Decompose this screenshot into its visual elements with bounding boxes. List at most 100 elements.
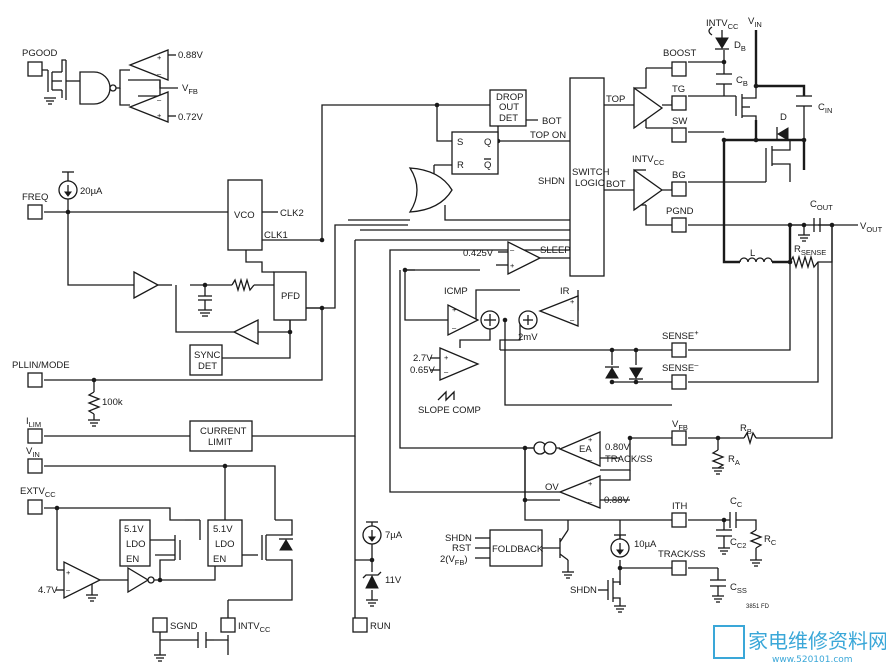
label-bg: BG	[672, 170, 686, 181]
label-extvcc: EXTVCC	[20, 486, 56, 499]
svg-text:+: +	[452, 305, 457, 314]
svg-text:–: –	[510, 245, 515, 254]
label-cc: CC	[730, 496, 743, 509]
label-ldo2-v: 5.1V	[213, 524, 233, 535]
freq-resistor	[231, 277, 255, 293]
body-diode-ldo	[279, 539, 293, 551]
watermark-url: www.520101.com	[772, 655, 853, 665]
pin-bg	[671, 181, 687, 197]
pin-run	[352, 617, 368, 633]
label-sr-qbar: Q	[484, 160, 491, 171]
label-intvcc-bottom: INTVCC	[238, 621, 271, 634]
vin-comparator	[63, 560, 102, 600]
ground-freq-cap	[198, 309, 212, 317]
resistor-ra	[711, 449, 725, 469]
label-cb: CB	[736, 75, 748, 88]
label-pllin-mode: PLLIN/MODE	[12, 360, 70, 371]
svg-text:–: –	[444, 367, 449, 376]
svg-text:–: –	[452, 323, 457, 332]
label-shdn-bottom: SHDN	[570, 585, 597, 596]
sync-buffer	[232, 318, 259, 346]
ground-sgnd	[154, 640, 166, 662]
label-ith: ITH	[672, 501, 687, 512]
label-rc: RC	[764, 534, 777, 547]
svg-text:–: –	[588, 455, 593, 464]
label-slope-comp: SLOPE COMP	[418, 405, 481, 416]
ground-pgnd	[798, 234, 810, 242]
label-2mv: 2mV	[518, 332, 538, 343]
slope-comp-amp	[439, 347, 480, 381]
pgood-comparator-high	[128, 49, 169, 81]
label-run: RUN	[370, 621, 391, 632]
wires	[35, 30, 858, 641]
pin-ith	[671, 512, 687, 528]
svg-text:–: –	[157, 95, 162, 104]
pin-pgnd	[671, 217, 687, 233]
label-ilim: ILIM	[26, 416, 41, 429]
svg-text:+: +	[157, 111, 162, 120]
label-current: CURRENT	[200, 426, 247, 437]
blocks	[119, 77, 605, 567]
ground-zener	[366, 599, 378, 607]
label-088-top: 0.88V	[178, 50, 203, 61]
resistor-rc	[749, 529, 763, 549]
ground-foldback	[562, 571, 574, 579]
en-buffer	[127, 566, 150, 594]
ground-pgood	[44, 97, 56, 105]
pin-tg	[671, 95, 687, 111]
svg-text:–: –	[66, 585, 71, 594]
svg-text:+: +	[157, 53, 162, 62]
label-freq: FREQ	[22, 192, 48, 203]
label-foldback: FOLDBACK	[492, 544, 544, 555]
switch-logic-block	[569, 77, 605, 277]
label-ldo1-v: 5.1V	[124, 524, 144, 535]
vco-block	[227, 179, 263, 251]
label-vin-left: VIN	[26, 446, 40, 459]
label-vout: VOUT	[860, 221, 883, 234]
pin-sense-minus	[671, 374, 687, 390]
label-pgood: PGOOD	[22, 48, 58, 59]
label-bot-mid: BOT	[542, 116, 562, 127]
label-db: DB	[734, 40, 746, 53]
ground-rc	[750, 559, 762, 567]
diode-sense-2	[629, 367, 643, 379]
ground-vin-comp	[86, 594, 98, 602]
label-vfb-pin: VFB	[672, 419, 688, 432]
label-out: OUT	[499, 102, 519, 113]
label-shdn: SHDN	[538, 176, 565, 187]
diode-sense-1	[605, 367, 619, 379]
transistors	[65, 60, 791, 606]
svg-text:+: +	[66, 568, 71, 577]
sync-det-block	[189, 344, 223, 376]
text-labels: PGOOD FREQ PLLIN/MODE ILIM VIN EXTVCC SG…	[12, 16, 883, 634]
sr-latch-block	[451, 131, 499, 175]
label-sense-minus: SENSE–	[662, 360, 699, 374]
label-dropdet: DET	[499, 113, 518, 124]
label-ldo1: LDO	[126, 539, 146, 550]
watermark-text: 家电维修资料网	[748, 629, 886, 653]
label-fig: 3851 FD	[746, 604, 770, 610]
svg-text:+: +	[588, 435, 593, 444]
label-switch: SWITCH	[572, 167, 610, 178]
label-100k: 100k	[102, 397, 123, 408]
pin-pllin-mode	[27, 372, 43, 388]
label-47: 4.7V	[38, 585, 58, 596]
label-11v: 11V	[385, 575, 402, 586]
freq-buffer	[133, 270, 160, 300]
label-sw: SW	[672, 116, 687, 127]
svg-text:+: +	[588, 479, 593, 488]
passives	[87, 73, 822, 648]
label-sense-plus: SENSE+	[662, 328, 699, 342]
label-10ua: 10µA	[634, 539, 657, 550]
label-27: 2.7V	[413, 353, 433, 364]
label-cc2: CC2	[730, 537, 746, 550]
label-pgnd: PGND	[666, 206, 694, 217]
label-track-ss: TRACK/SS	[658, 549, 706, 560]
pin-sw	[671, 127, 687, 143]
sources	[58, 171, 630, 558]
label-limit: LIMIT	[208, 437, 232, 448]
svg-text:+: +	[510, 261, 515, 270]
ea-amplifier	[558, 431, 601, 467]
label-vfb-fb: 2(VFB)	[440, 554, 468, 567]
